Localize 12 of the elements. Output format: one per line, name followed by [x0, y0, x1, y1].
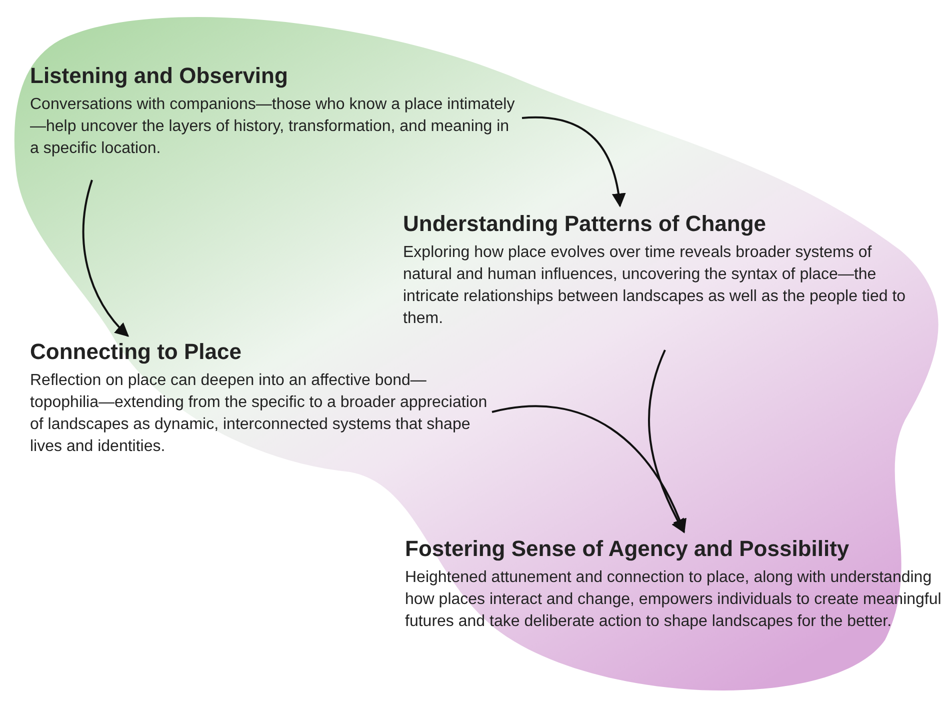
section-heading: Listening and Observing	[30, 62, 289, 90]
arrow	[492, 405, 686, 534]
description-text: Exploring how place evolves over time reveals broader systems of natural and human influences, uncovering the syntax of place—the intricate relationships between landscapes as well as the people tied to them.	[403, 243, 907, 329]
arrow	[648, 350, 685, 534]
arrow	[82, 180, 129, 337]
description-text: Heightened attunement and connection to place, along with understanding how places interact and change, empowers individuals to create meaningful futures and take deliberate action to shape landscapes for the better.	[405, 568, 942, 632]
section-heading: Connecting to Place	[30, 338, 242, 366]
section-heading: Understanding Patterns of Change	[403, 210, 768, 238]
description-text: Reflection on place can deepen into an affective bond—topophilia—extending from the specific to a broader appreciation of landscapes as dynamic, interconnected systems that shape lives and identities.	[30, 371, 488, 457]
section-heading: Fostering Sense of Agency and Possibility	[405, 535, 850, 563]
arrow	[522, 116, 626, 208]
description-text: Conversations with companions—those who know a place intimately—help uncover the layers of history, transformation, and meaning in a specific location.	[30, 95, 516, 159]
